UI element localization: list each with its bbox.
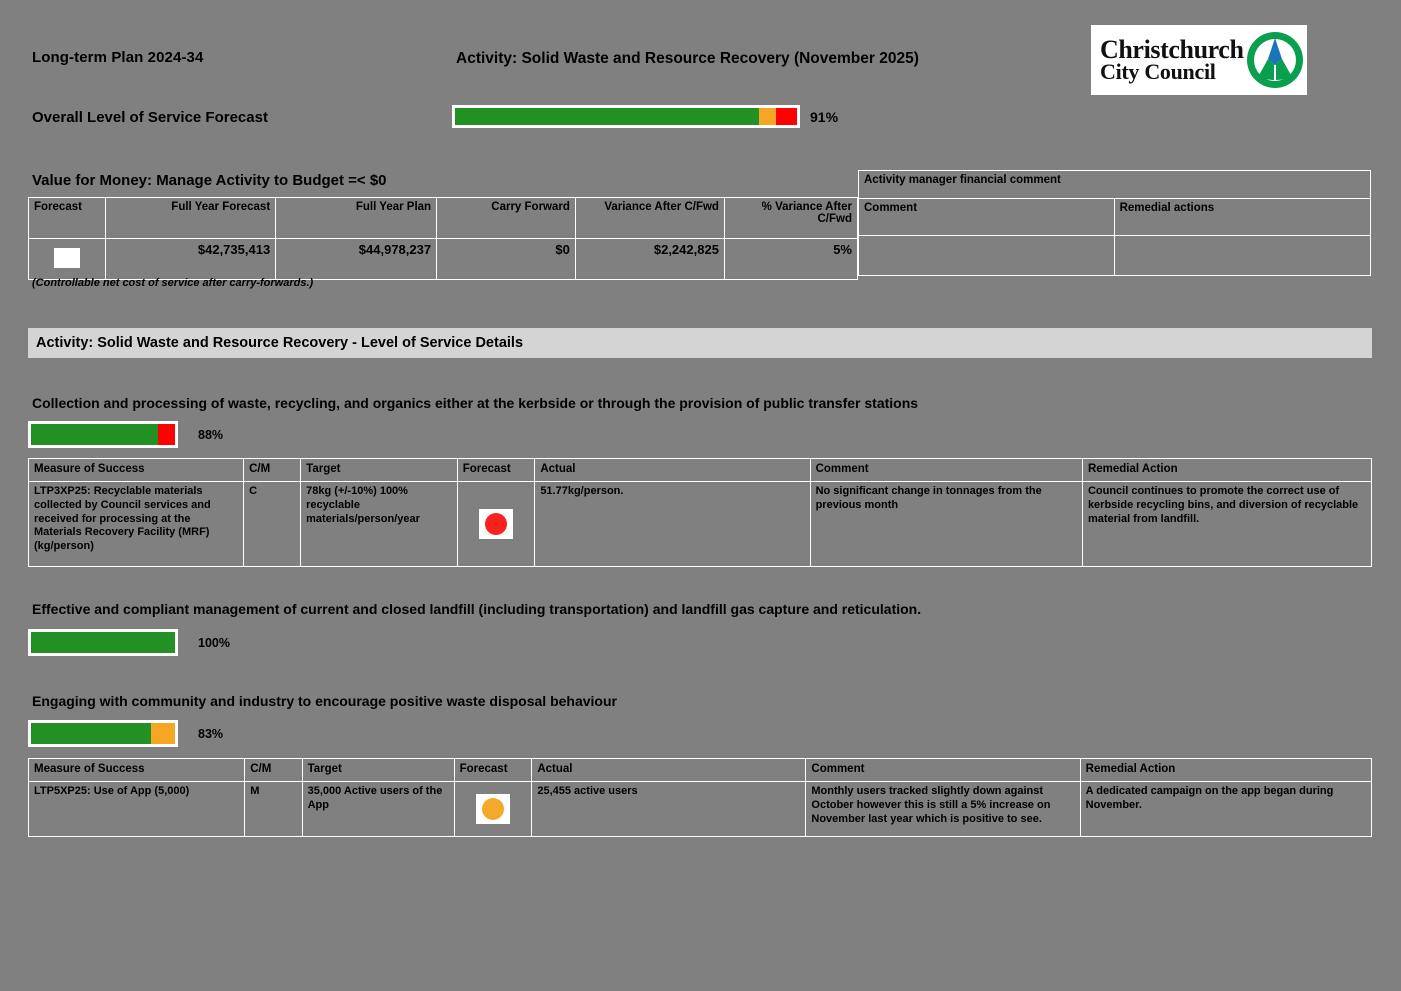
col-variance-after-cfwd: Variance After C/Fwd <box>574 197 725 239</box>
col-full-year-forecast: Full Year Forecast <box>104 197 277 239</box>
status-badge-red <box>479 508 514 539</box>
cell-actual: 25,455 active users <box>531 781 807 837</box>
section-2-bar <box>28 629 178 656</box>
cell-actual: 51.77kg/person. <box>534 481 811 567</box>
council-logo: Christchurch City Council <box>1091 25 1307 95</box>
col-measure-of-success: Measure of Success <box>27 458 245 482</box>
section-3-bar <box>28 720 178 747</box>
cell-pct-variance-after-cfwd: 5% <box>723 238 859 280</box>
amfc-title-row: Activity manager financial comment <box>858 170 1371 199</box>
bar-segment <box>455 108 760 125</box>
cell-cm: M <box>244 781 303 837</box>
cell-target: 78kg (+/-10%) 100% recyclable materials/… <box>300 481 458 567</box>
cell-comment: No significant change in tonnages from t… <box>809 481 1083 567</box>
forecast-status-swatch <box>28 238 106 280</box>
table-header-row: Measure of Success C/M Target Forecast A… <box>27 758 1373 782</box>
section-3-title: Engaging with community and industry to … <box>32 693 617 709</box>
bar-segment <box>150 723 175 744</box>
table-row: $42,735,413 $44,978,237 $0 $2,242,825 5% <box>28 238 859 280</box>
plan-title: Long-term Plan 2024-34 <box>32 49 204 66</box>
cell-forecast-status <box>456 481 536 567</box>
cell-remedial: Council continues to promote the correct… <box>1081 481 1373 567</box>
section-1-percent: 88% <box>198 428 224 442</box>
ccc-crest-icon <box>1244 29 1306 91</box>
overall-los-label: Overall Level of Service Forecast <box>32 109 268 126</box>
bar-segment <box>31 632 175 653</box>
col-target: Target <box>300 458 458 482</box>
amfc-body-row <box>858 235 1372 276</box>
cell-target: 35,000 Active users of the App <box>301 781 455 837</box>
overall-los-percent: 91% <box>810 109 839 125</box>
amfc-title: Activity manager financial comment <box>858 170 1371 199</box>
cell-amfc-comment <box>858 235 1115 276</box>
col-remedial-action: Remedial Action <box>1079 758 1373 782</box>
cell-variance-after-cfwd: $2,242,825 <box>574 238 725 280</box>
section-3-measures-table: Measure of Success C/M Target Forecast A… <box>27 758 1373 837</box>
cell-measure: LTP3XP25: Recyclable materials collected… <box>27 481 245 567</box>
section-1-bar <box>28 421 178 448</box>
section-1-title: Collection and processing of waste, recy… <box>32 395 919 411</box>
col-carry-forward: Carry Forward <box>436 197 576 239</box>
col-comment: Comment <box>858 198 1115 236</box>
table-header-row: Measure of Success C/M Target Forecast A… <box>27 458 1373 482</box>
value-for-money-table: Forecast Full Year Forecast Full Year Pl… <box>28 197 859 280</box>
col-measure-of-success: Measure of Success <box>27 758 246 782</box>
col-forecast: Forecast <box>453 758 533 782</box>
table-header-row: Forecast Full Year Forecast Full Year Pl… <box>28 197 859 239</box>
bar-segment <box>31 723 151 744</box>
col-target: Target <box>301 758 455 782</box>
cell-full-year-plan: $44,978,237 <box>275 238 438 280</box>
activity-title: Activity: Solid Waste and Resource Recov… <box>456 50 919 67</box>
cell-comment: Monthly users tracked slightly down agai… <box>805 781 1081 837</box>
col-full-year-plan: Full Year Plan <box>275 197 438 239</box>
overall-los-bar <box>452 105 800 128</box>
section-2-title: Effective and compliant management of cu… <box>32 601 922 617</box>
col-forecast: Forecast <box>456 458 536 482</box>
value-for-money-note: (Controllable net cost of service after … <box>32 277 314 289</box>
bar-segment <box>157 424 175 445</box>
col-comment: Comment <box>805 758 1081 782</box>
los-details-band: Activity: Solid Waste and Resource Recov… <box>28 328 1372 358</box>
status-badge-green <box>53 247 80 268</box>
col-actual: Actual <box>534 458 811 482</box>
activity-manager-comment-table: Activity manager financial comment Comme… <box>858 170 1372 276</box>
col-forecast: Forecast <box>28 197 106 239</box>
cell-cm: C <box>243 481 302 567</box>
cell-measure: LTP5XP25: Use of App (5,000) <box>27 781 246 837</box>
cell-carry-forward: $0 <box>436 238 576 280</box>
bar-segment <box>759 108 777 125</box>
status-badge-amber <box>475 793 510 824</box>
col-actual: Actual <box>531 758 807 782</box>
bar-segment <box>776 108 797 125</box>
cell-forecast-status <box>453 781 533 837</box>
cell-remedial: A dedicated campaign on the app began du… <box>1079 781 1373 837</box>
amfc-header-row: Comment Remedial actions <box>858 198 1372 236</box>
col-remedial-actions: Remedial actions <box>1113 198 1372 236</box>
section-1-measures-table: Measure of Success C/M Target Forecast A… <box>27 458 1373 567</box>
logo-wordmark: Christchurch City Council <box>1092 37 1244 83</box>
value-for-money-title: Value for Money: Manage Activity to Budg… <box>32 172 387 189</box>
col-cm: C/M <box>243 458 302 482</box>
logo-line-1: Christchurch <box>1100 35 1244 64</box>
section-2-percent: 100% <box>198 636 230 650</box>
col-cm: C/M <box>244 758 303 782</box>
cell-amfc-remedial <box>1113 235 1372 276</box>
col-comment: Comment <box>809 458 1083 482</box>
logo-line-2: City Council <box>1100 59 1216 84</box>
cell-full-year-forecast: $42,735,413 <box>104 238 277 280</box>
col-pct-variance-after-cfwd: % Variance After C/Fwd <box>723 197 859 239</box>
los-details-title: Activity: Solid Waste and Resource Recov… <box>36 335 524 351</box>
table-row: LTP5XP25: Use of App (5,000) M 35,000 Ac… <box>27 781 1373 837</box>
bar-segment <box>31 424 158 445</box>
col-remedial-action: Remedial Action <box>1081 458 1373 482</box>
section-3-percent: 83% <box>198 727 224 741</box>
table-row: LTP3XP25: Recyclable materials collected… <box>27 481 1373 567</box>
